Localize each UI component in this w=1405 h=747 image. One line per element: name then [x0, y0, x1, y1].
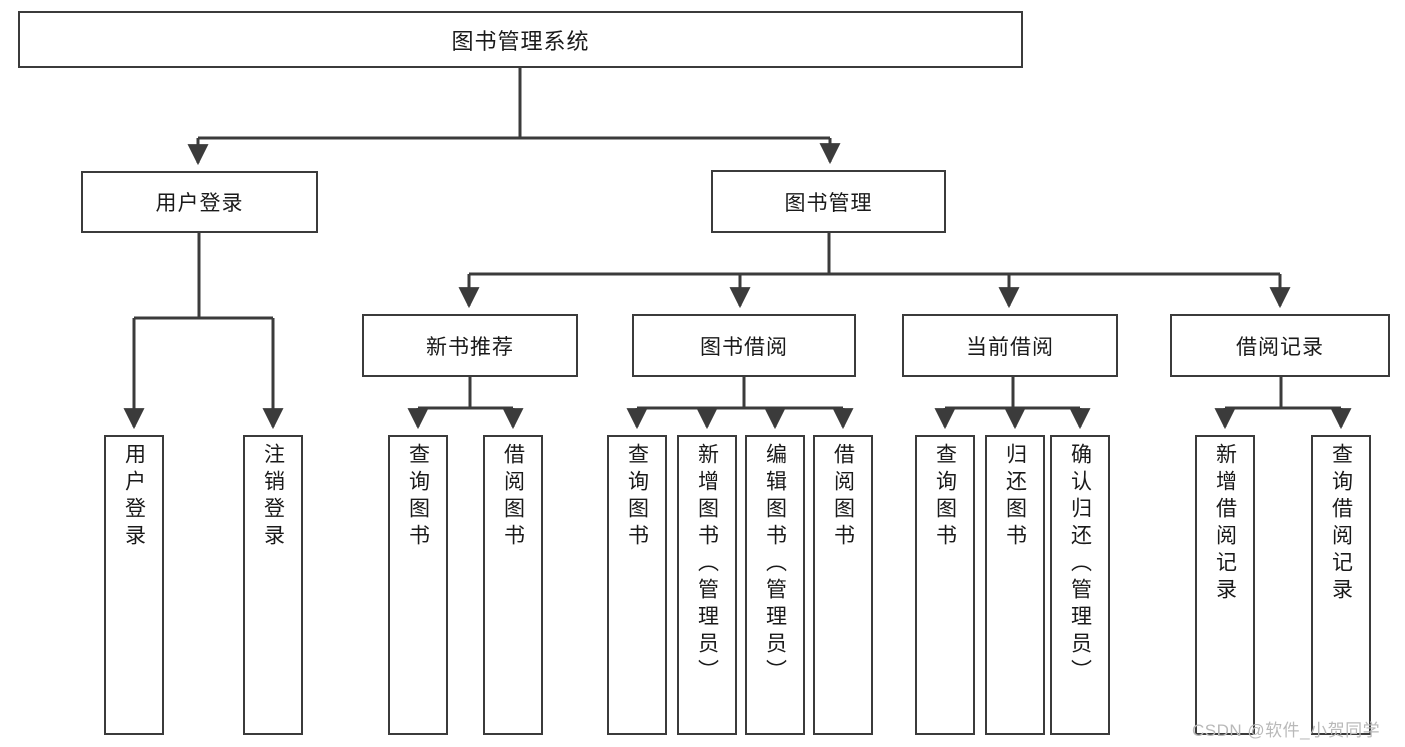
node-borrow-record-label: 借阅记录 — [1236, 335, 1324, 359]
node-root[interactable]: 图书管理系统 — [18, 11, 1023, 68]
node-leaf-return-book-label: 归还图书 — [1003, 443, 1027, 551]
node-leaf-borrow-book-1[interactable]: 借阅图书 — [483, 435, 543, 735]
node-leaf-borrow-book-2[interactable]: 借阅图书 — [813, 435, 873, 735]
node-leaf-add-record[interactable]: 新增借阅记录 — [1195, 435, 1255, 735]
node-leaf-confirm-return-label: 确认归还（管理员） — [1068, 443, 1092, 686]
node-new-book-rec[interactable]: 新书推荐 — [362, 314, 578, 377]
node-user-login[interactable]: 用户登录 — [81, 171, 318, 233]
node-leaf-return-book[interactable]: 归还图书 — [985, 435, 1045, 735]
node-leaf-borrow-book-1-label: 借阅图书 — [501, 443, 525, 551]
node-leaf-query-record-label: 查询借阅记录 — [1329, 443, 1353, 605]
node-leaf-logout[interactable]: 注销登录 — [243, 435, 303, 735]
node-book-borrow[interactable]: 图书借阅 — [632, 314, 856, 377]
node-leaf-add-book[interactable]: 新增图书（管理员） — [677, 435, 737, 735]
node-leaf-query-record[interactable]: 查询借阅记录 — [1311, 435, 1371, 735]
node-leaf-user-login[interactable]: 用户登录 — [104, 435, 164, 735]
node-user-login-label: 用户登录 — [155, 192, 244, 215]
node-leaf-add-record-label: 新增借阅记录 — [1213, 443, 1237, 605]
node-book-borrow-label: 图书借阅 — [700, 335, 788, 359]
node-leaf-edit-book-label: 编辑图书（管理员） — [763, 443, 787, 686]
node-borrow-record[interactable]: 借阅记录 — [1170, 314, 1390, 377]
node-leaf-query-book-3-label: 查询图书 — [933, 443, 957, 551]
node-leaf-query-book-3[interactable]: 查询图书 — [915, 435, 975, 735]
node-leaf-confirm-return[interactable]: 确认归还（管理员） — [1050, 435, 1110, 735]
node-book-manage[interactable]: 图书管理 — [711, 170, 946, 233]
node-leaf-query-book-2[interactable]: 查询图书 — [607, 435, 667, 735]
node-leaf-borrow-book-2-label: 借阅图书 — [831, 443, 855, 551]
node-root-label: 图书管理系统 — [451, 28, 590, 54]
node-leaf-query-book-1[interactable]: 查询图书 — [388, 435, 448, 735]
node-new-book-rec-label: 新书推荐 — [426, 335, 514, 359]
node-leaf-query-book-1-label: 查询图书 — [406, 443, 430, 551]
node-current-borrow[interactable]: 当前借阅 — [902, 314, 1118, 377]
node-current-borrow-label: 当前借阅 — [966, 335, 1054, 359]
node-leaf-add-book-label: 新增图书（管理员） — [695, 443, 719, 686]
csdn-watermark: CSDN @软件_小贺同学 — [1192, 721, 1381, 740]
node-leaf-logout-label: 注销登录 — [261, 443, 285, 551]
node-leaf-user-login-label: 用户登录 — [122, 443, 146, 551]
node-book-manage-label: 图书管理 — [784, 191, 873, 215]
node-leaf-edit-book[interactable]: 编辑图书（管理员） — [745, 435, 805, 735]
node-leaf-query-book-2-label: 查询图书 — [625, 443, 649, 551]
